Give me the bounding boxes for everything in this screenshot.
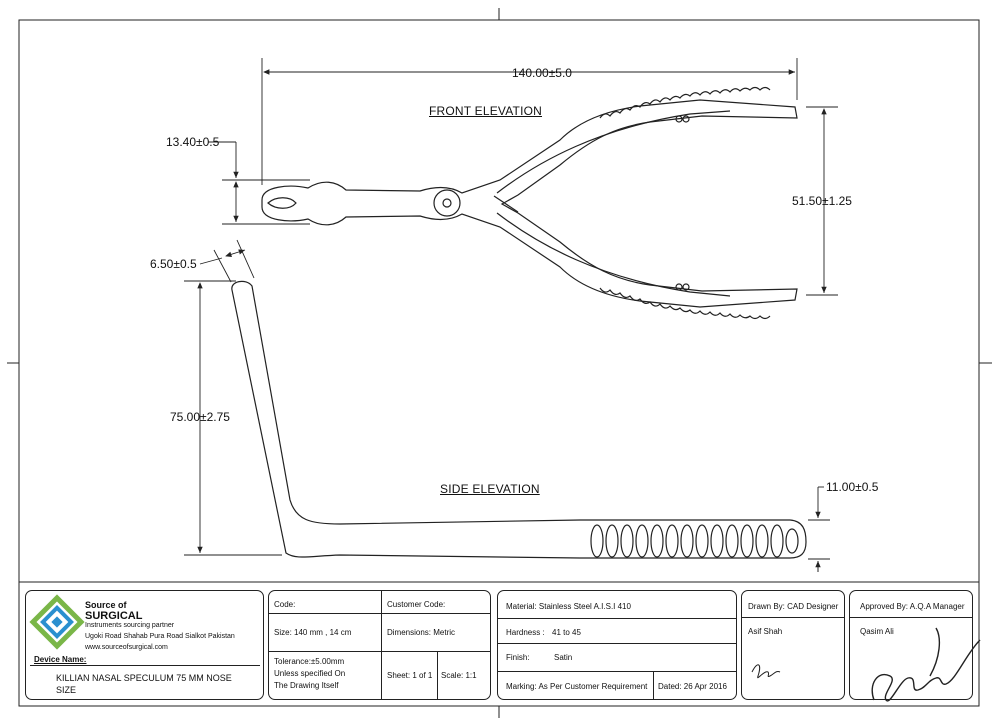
- spec-dimensions: Dimensions: Metric: [387, 628, 456, 637]
- approved-by: Approved By: A.Q.A Manager: [860, 602, 965, 611]
- material-panel: Material: Stainless Steel A.I.S.I 410 Ha…: [497, 590, 737, 700]
- spec-code: Code:: [274, 600, 296, 609]
- company-website: www.sourceofsurgical.com: [85, 644, 168, 651]
- drawn-panel: Drawn By: CAD Designer Asif Shah: [741, 590, 845, 700]
- spec-size: Size: 140 mm , 14 cm: [274, 628, 352, 637]
- drawn-signature: [751, 664, 781, 679]
- company-address: Ugoki Road Shahab Pura Road Sialkot Paki…: [85, 633, 235, 640]
- spec-tolerance-3: The Drawing Itself: [274, 681, 339, 690]
- center-marks: [7, 8, 992, 718]
- front-dimension-lines: [208, 58, 838, 296]
- drawn-by: Drawn By: CAD Designer: [748, 602, 839, 611]
- device-name-line1: KILLIAN NASAL SPECULUM 75 MM NOSE: [56, 673, 232, 683]
- dim-blade-length: 75.00±2.75: [170, 410, 230, 424]
- approved-name: Qasim Ali: [860, 627, 894, 636]
- dim-opening-height: 51.50±1.25: [792, 194, 852, 208]
- company-panel: Source of SURGICAL Instruments sourcing …: [25, 590, 264, 700]
- finish-value: Satin: [554, 653, 573, 662]
- dim-tip-height: 13.40±0.5: [166, 135, 220, 149]
- finish-label: Finish:: [506, 653, 530, 662]
- device-name-label: Device Name:: [34, 655, 87, 664]
- dim-handle-thickness: 11.00±0.5: [826, 480, 879, 494]
- approved-signature: [871, 627, 981, 702]
- side-elevation-view: [231, 280, 807, 559]
- front-elevation-title: FRONT ELEVATION: [429, 104, 543, 118]
- spec-customer-code: Customer Code:: [387, 600, 446, 609]
- spec-tolerance-1: Tolerance:±5.00mm: [274, 657, 345, 666]
- marking-text: Marking: As Per Customer Requirement: [506, 682, 648, 691]
- company-tagline: Instruments sourcing partner: [85, 622, 175, 629]
- spec-tolerance-2: Unless specified On: [274, 669, 346, 678]
- dim-overall-length: 140.00±5.0: [512, 66, 572, 80]
- company-divider: [30, 665, 260, 666]
- drawn-name: Asif Shah: [748, 627, 783, 636]
- approved-panel: Approved By: A.Q.A Manager Qasim Ali: [849, 590, 973, 700]
- hardness-value: 41 to 45: [552, 628, 581, 637]
- spec-scale: Scale: 1:1: [441, 671, 477, 680]
- side-elevation-title: SIDE ELEVATION: [440, 482, 540, 496]
- company-name: SURGICAL: [85, 610, 143, 622]
- dated-text: Dated: 26 Apr 2016: [658, 682, 727, 691]
- spec-sheet: Sheet: 1 of 1: [387, 671, 433, 680]
- company-source-of: Source of: [85, 600, 127, 610]
- front-elevation-view: [261, 86, 798, 320]
- material-text: Material: Stainless Steel A.I.S.I 410: [506, 602, 631, 611]
- dim-blade-thickness: 6.50±0.5: [150, 257, 197, 271]
- device-name-line2: SIZE: [56, 685, 77, 695]
- spec-panel: Code: Customer Code: Size: 140 mm , 14 c…: [268, 590, 491, 700]
- side-dimension-lines: [184, 239, 830, 572]
- hardness-label: Hardness :: [506, 628, 545, 637]
